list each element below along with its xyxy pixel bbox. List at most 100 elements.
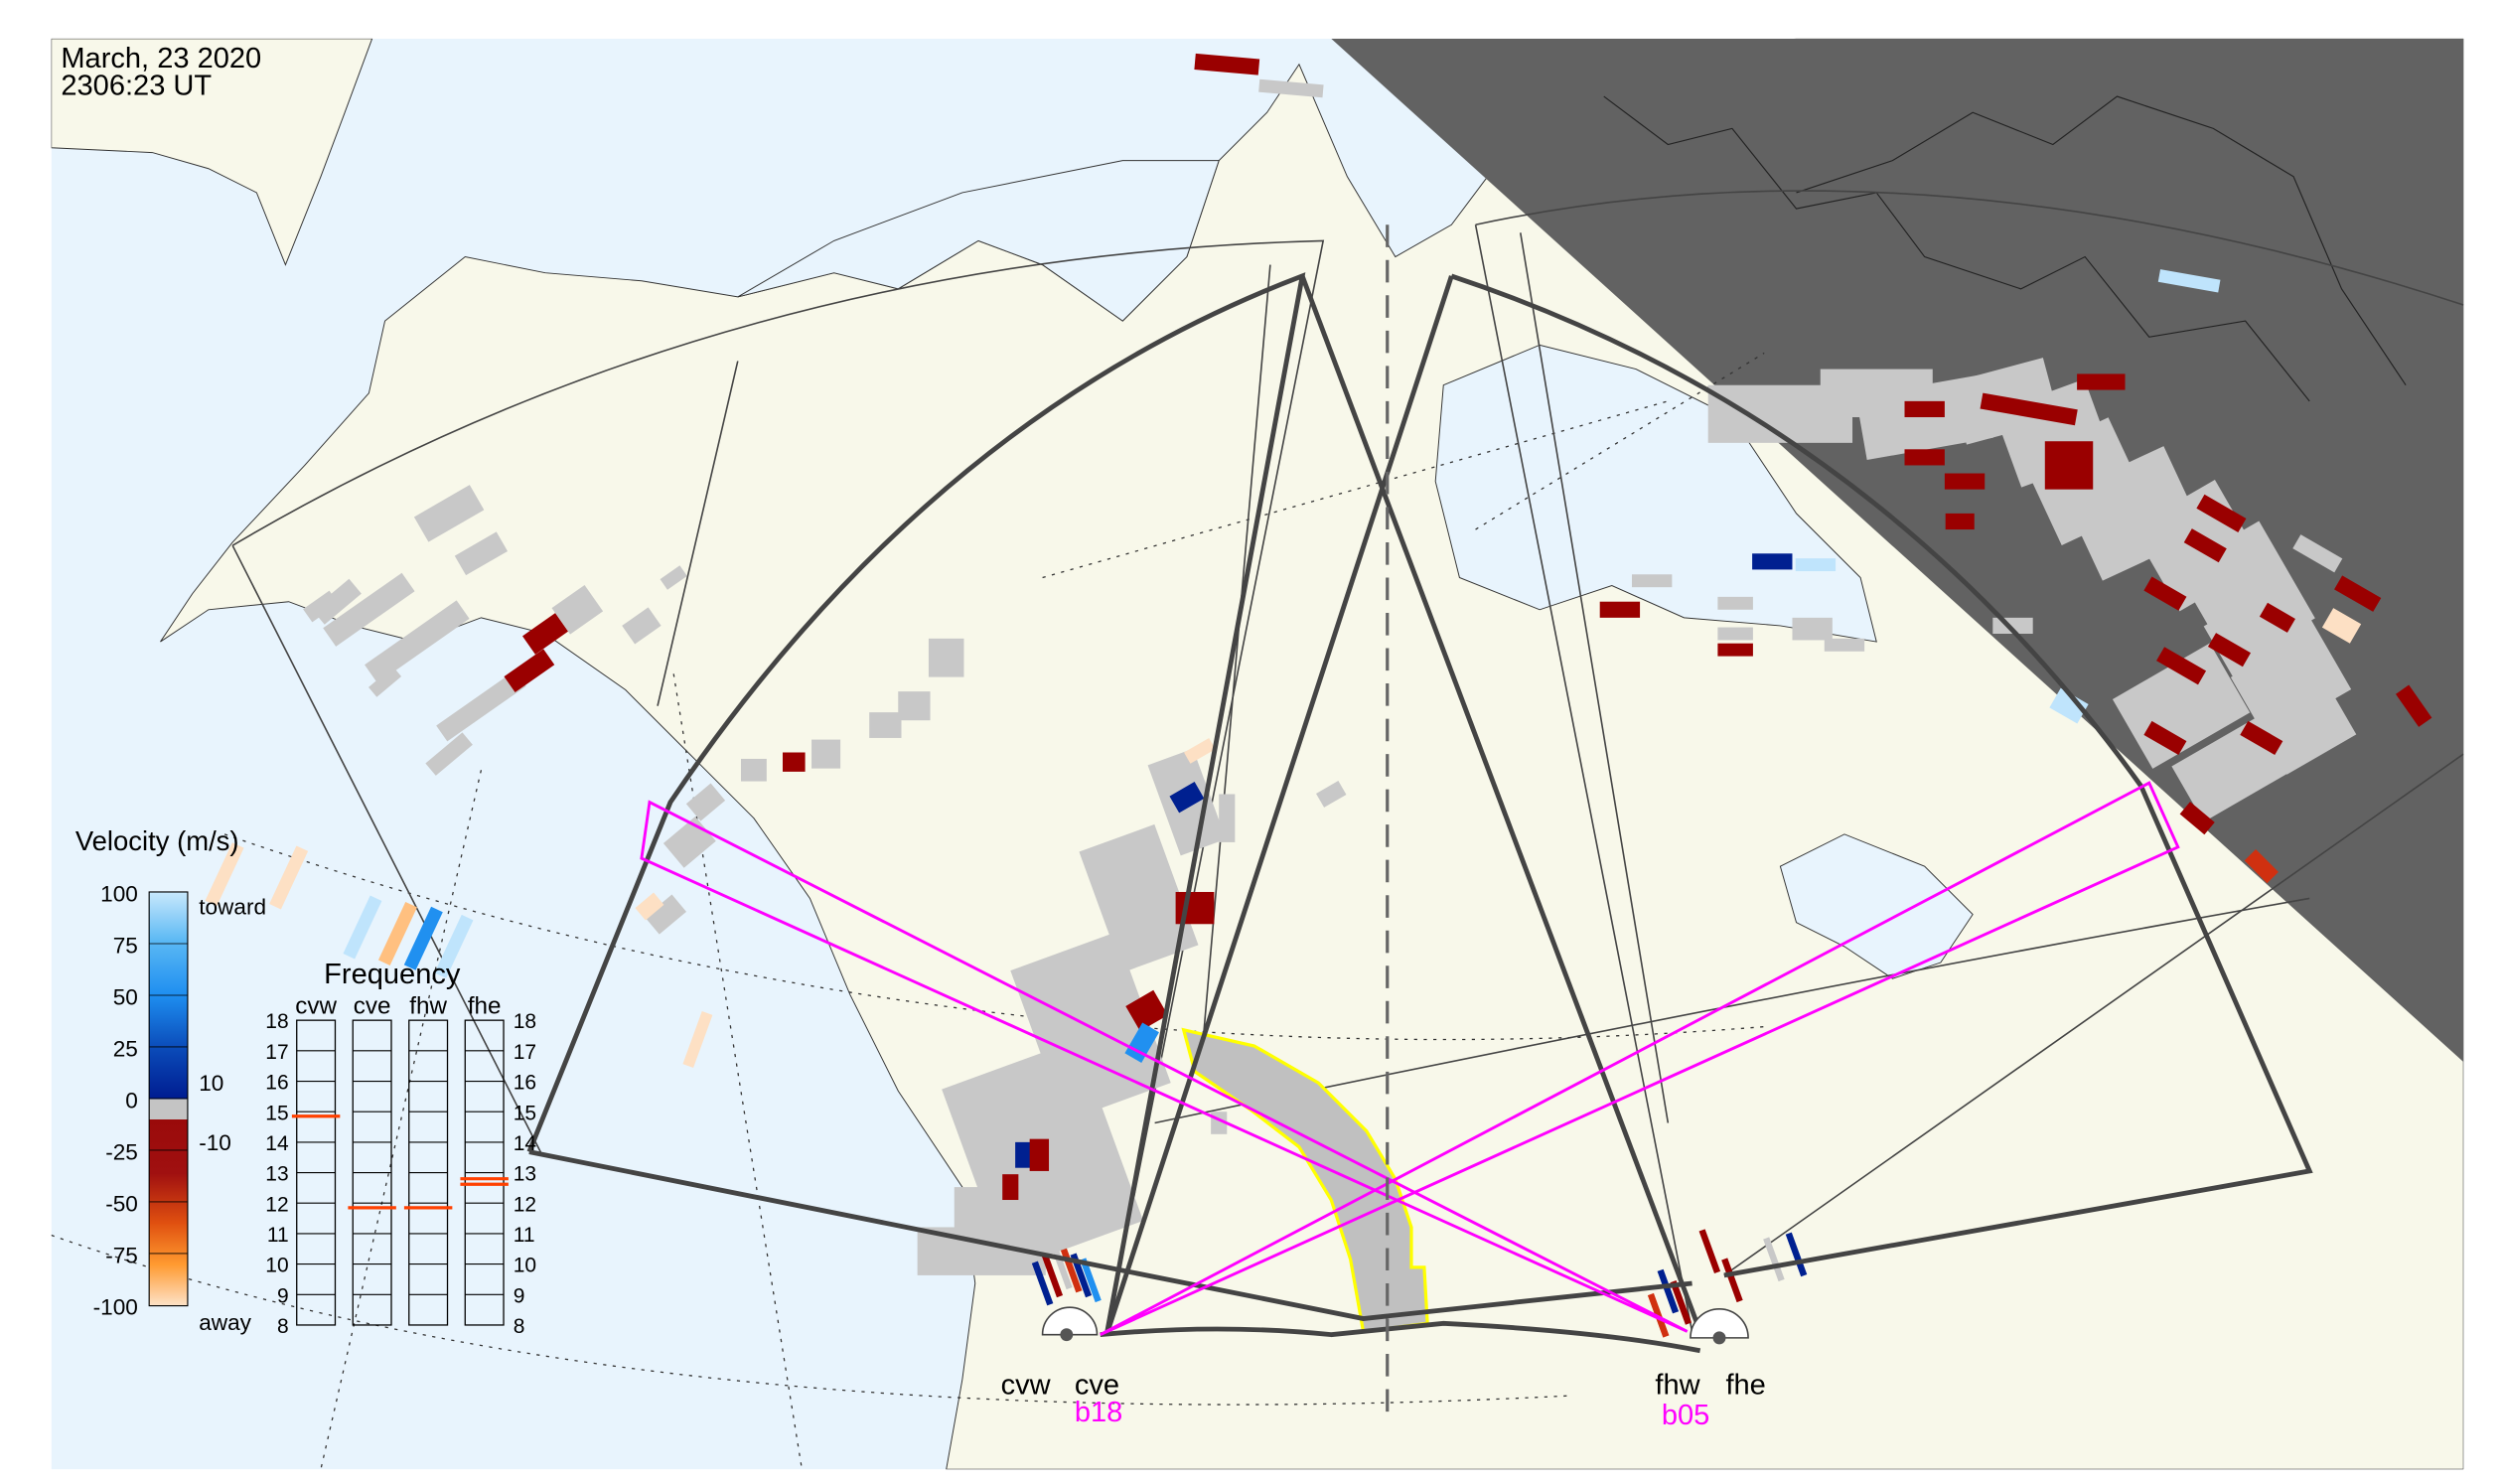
- scatter-cell: [521, 613, 569, 655]
- frequency-tick-right: 8: [514, 1315, 525, 1338]
- fov-thin: [231, 190, 2464, 1335]
- scatter-cell: [2179, 802, 2215, 835]
- scatter-cell: [2292, 534, 2343, 573]
- toward-label: toward: [199, 895, 266, 920]
- scatter-cell: [1752, 553, 1793, 570]
- scatter-cell: [1080, 1258, 1102, 1303]
- frequency-tick-left: 11: [267, 1224, 289, 1247]
- colorbar-tick: -50: [105, 1192, 138, 1217]
- radar-name-fhe: fhe: [468, 993, 502, 1020]
- frequency-tick-left: 15: [265, 1102, 288, 1124]
- frequency-tick-right: 16: [514, 1072, 536, 1095]
- scatter-cell: [269, 845, 309, 910]
- beam-label-west: b18: [1075, 1397, 1122, 1428]
- colorbar-tick: 25: [113, 1037, 138, 1062]
- scatter-cell: [1316, 781, 1347, 808]
- great-lakes: [1779, 833, 1974, 979]
- frequency-tick-right: 9: [514, 1284, 525, 1307]
- scatter-cell: [811, 739, 841, 769]
- scatter-cell: [2049, 687, 2089, 724]
- date-label: March, 23 2020: [61, 43, 261, 74]
- scatter-cell: [504, 649, 555, 692]
- station-label-cve: cve: [1075, 1369, 1119, 1401]
- scatter-cell: [2196, 494, 2247, 533]
- frequency-tick-left: 13: [265, 1163, 288, 1186]
- scatter-cell: [2334, 575, 2382, 612]
- scatter-cell: [1070, 1253, 1093, 1298]
- velocity-scatter: [205, 53, 2432, 1338]
- frequency-tick-left: 9: [277, 1284, 289, 1307]
- station-cv: [1041, 1306, 1099, 1342]
- frequency-tick-right: 12: [514, 1193, 536, 1216]
- scatter-cell: [685, 783, 726, 821]
- scatter-cell: [1169, 782, 1205, 814]
- arctic-ocean: [737, 160, 1220, 322]
- frequency-tick-left: 16: [265, 1072, 288, 1095]
- scatter-cell: [1031, 1261, 1054, 1306]
- legend-title: Velocity (m/s): [75, 825, 239, 856]
- scatter-cell: [343, 895, 382, 960]
- scatter-cell: [1258, 78, 1324, 98]
- scatter-cell: [1717, 596, 1753, 610]
- scatter-cell: [1945, 513, 1975, 530]
- scatter-cell: [1721, 1258, 1743, 1303]
- scatter-cell: [1763, 1237, 1785, 1282]
- scatter-cell: [377, 901, 417, 965]
- scatter-cell: [1632, 574, 1673, 588]
- scatter-cell: [898, 691, 931, 721]
- scatter-cell: [323, 572, 415, 647]
- colorbar-tick: -25: [105, 1140, 138, 1165]
- scatter-cell: [1079, 823, 1199, 972]
- scatter-cell: [1041, 1253, 1064, 1298]
- scatter-cell: [454, 531, 509, 576]
- away-label: away: [199, 1310, 251, 1335]
- scatter-cell: [551, 584, 604, 635]
- fov-thick: [526, 272, 2313, 1354]
- land-siberia: [51, 38, 373, 266]
- scatter-cell: [1194, 53, 1260, 75]
- station-label-fhe: fhe: [1725, 1369, 1765, 1401]
- night-terminator: [1331, 38, 2464, 1063]
- radar-name-cve: cve: [354, 993, 391, 1020]
- colorbar-tick: -100: [93, 1295, 138, 1320]
- scatter-cell: [2395, 684, 2432, 727]
- frequency-tick-right: 14: [514, 1132, 537, 1155]
- scatter-cell: [2077, 373, 2126, 390]
- scatter-cell: [2244, 849, 2279, 884]
- frequency-tick-right: 10: [514, 1255, 536, 1277]
- scatter-cell: [1795, 558, 1837, 572]
- station-label-fhw: fhw: [1655, 1369, 1700, 1401]
- scatter-cell: [660, 565, 687, 590]
- scatter-cell: [368, 667, 402, 697]
- scatter-cell: [1124, 1022, 1159, 1063]
- scatter-cell: [1785, 1232, 1808, 1277]
- scatter-cell: [1904, 400, 1945, 418]
- scatter-cell: [2156, 647, 2207, 685]
- time-label: 2306:23 UT: [61, 70, 212, 101]
- scatter-cell: [205, 842, 244, 907]
- frequency-title: Frequency: [324, 959, 461, 990]
- scatter-cell: [1944, 473, 1986, 490]
- scatter-cell: [869, 712, 902, 738]
- gray-lower-label: -10: [199, 1130, 231, 1155]
- scatter-cell: [413, 485, 485, 542]
- scatter-cell: [1002, 1174, 1019, 1201]
- scatter-cell: [1670, 1280, 1693, 1325]
- scatter-cell: [2157, 269, 2221, 293]
- radar-name-cvw: cvw: [295, 993, 337, 1020]
- colorbar-tick: 0: [125, 1089, 138, 1113]
- scatter-cell: [1698, 1229, 1721, 1274]
- scatter-cell: [645, 894, 686, 935]
- scatter-cell: [1717, 643, 1753, 657]
- colorbar-tick: 75: [113, 934, 138, 959]
- scatter-cell: [2240, 720, 2283, 756]
- scatter-cell: [365, 600, 470, 683]
- frequency-tick-left: 17: [265, 1041, 288, 1064]
- frequency-tick-right: 18: [514, 1010, 536, 1033]
- scatter-cell: [635, 892, 664, 921]
- scatter-cell: [312, 578, 362, 625]
- scatter-cell: [1029, 1138, 1050, 1171]
- gray-upper-label: 10: [199, 1071, 223, 1096]
